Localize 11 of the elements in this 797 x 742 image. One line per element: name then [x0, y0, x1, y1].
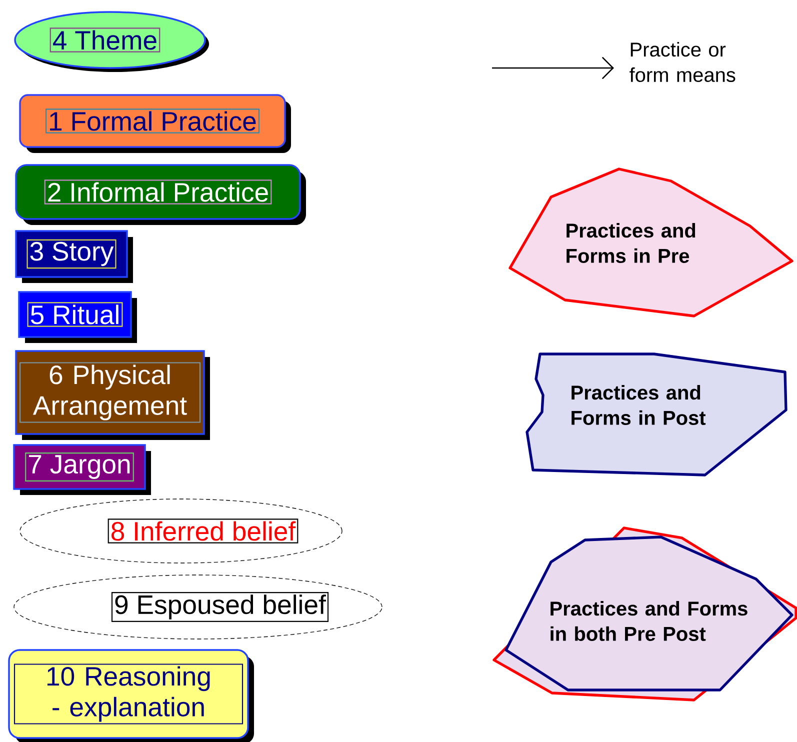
process-box: 7 Jargon: [13, 444, 151, 495]
process-box: 5 Ritual: [18, 291, 137, 343]
process-box: 2 Informal Practice: [15, 164, 306, 225]
polygon-area: Practices and Forms in Pre: [508, 168, 794, 318]
polygon-area: Practices and Forms in both Pre Post: [492, 526, 797, 702]
process-box: 10 Reasoning - explanation: [8, 649, 254, 742]
process-box: 3 Story: [15, 230, 133, 283]
legend-text: Practice or form means: [630, 42, 736, 82]
process-box: 1 Formal Practice: [19, 94, 291, 153]
polygon-area: Practices and Forms in Post: [526, 352, 788, 476]
process-box: 6 Physical Arrangement: [15, 350, 210, 440]
